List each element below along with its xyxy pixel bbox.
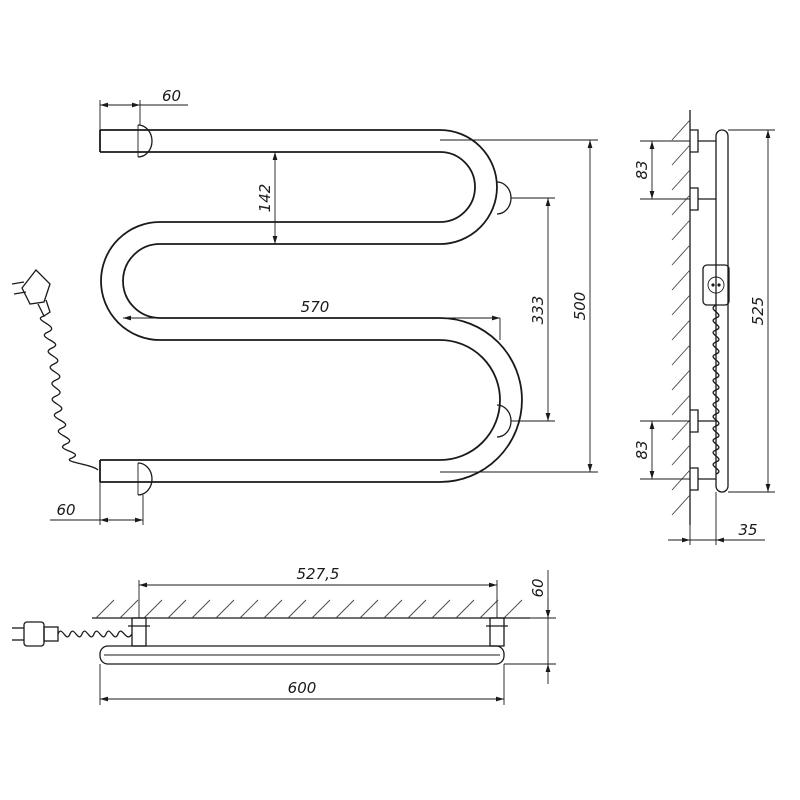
dim-label: 35: [738, 521, 757, 539]
side-mount-4: [690, 467, 716, 491]
dim-label: 570: [301, 298, 330, 316]
dim-side-83-top: 83: [633, 140, 690, 200]
top-mount-left: [131, 617, 147, 647]
dim-side-35: 35: [668, 492, 765, 545]
dim-label: 500: [571, 292, 589, 321]
side-mount-2: [690, 187, 716, 211]
side-mount-1: [690, 129, 716, 153]
dim-front-570: 570: [123, 298, 501, 340]
top-rail-tube: [99, 645, 505, 665]
dim-front-60-top: 60: [99, 87, 188, 130]
dim-side-83-bottom: 83: [633, 420, 690, 480]
top-view: 527,5 60 600: [12, 565, 556, 705]
dim-top-60: 60: [504, 570, 556, 684]
dim-front-60-bottom: 60: [50, 482, 144, 525]
top-power-plug-icon: [12, 621, 59, 647]
dim-label: 333: [529, 296, 547, 325]
top-mount-right: [489, 617, 505, 647]
rail-tube-outer: [100, 129, 523, 483]
side-coiled-cord: [712, 304, 720, 475]
top-coiled-cord: [57, 630, 133, 638]
top-wall-hatching: [95, 599, 523, 619]
mount-front-top-left: [137, 124, 153, 158]
dim-label: 60: [162, 87, 181, 105]
side-view: 83 83 525 35: [633, 110, 775, 545]
dim-label: 60: [529, 578, 547, 597]
front-view: 60 142 570 333 500: [11, 87, 598, 525]
power-plug-icon: [11, 269, 51, 317]
mount-front-upper-right: [496, 181, 512, 215]
dim-label: 83: [633, 440, 651, 459]
wall-hatching: [671, 119, 691, 516]
dim-front-333: 333: [511, 197, 555, 422]
dim-side-525: 525: [728, 129, 775, 493]
mount-front-bottom-left: [137, 462, 153, 496]
coiled-power-cord: [40, 315, 99, 471]
dim-label: 527,5: [297, 565, 340, 583]
dim-label: 525: [749, 297, 767, 326]
dim-front-142: 142: [256, 152, 278, 244]
dim-label: 83: [633, 160, 651, 179]
dim-top-600: 600: [99, 664, 505, 705]
dim-label: 142: [256, 184, 274, 213]
side-mount-3: [690, 409, 716, 433]
dim-top-527-5: 527,5: [138, 565, 498, 618]
side-rail-tube: [715, 129, 729, 493]
dim-label: 600: [288, 679, 317, 697]
rail-tube-inner: [100, 151, 501, 461]
dim-front-500: 500: [440, 139, 598, 473]
dim-label: 60: [56, 501, 75, 519]
